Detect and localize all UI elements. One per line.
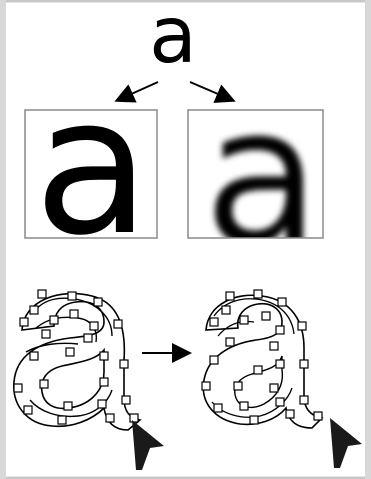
left-border-strip: [0, 0, 6, 479]
right-border-strip: [365, 0, 371, 479]
source-glyph: a: [149, 0, 197, 81]
